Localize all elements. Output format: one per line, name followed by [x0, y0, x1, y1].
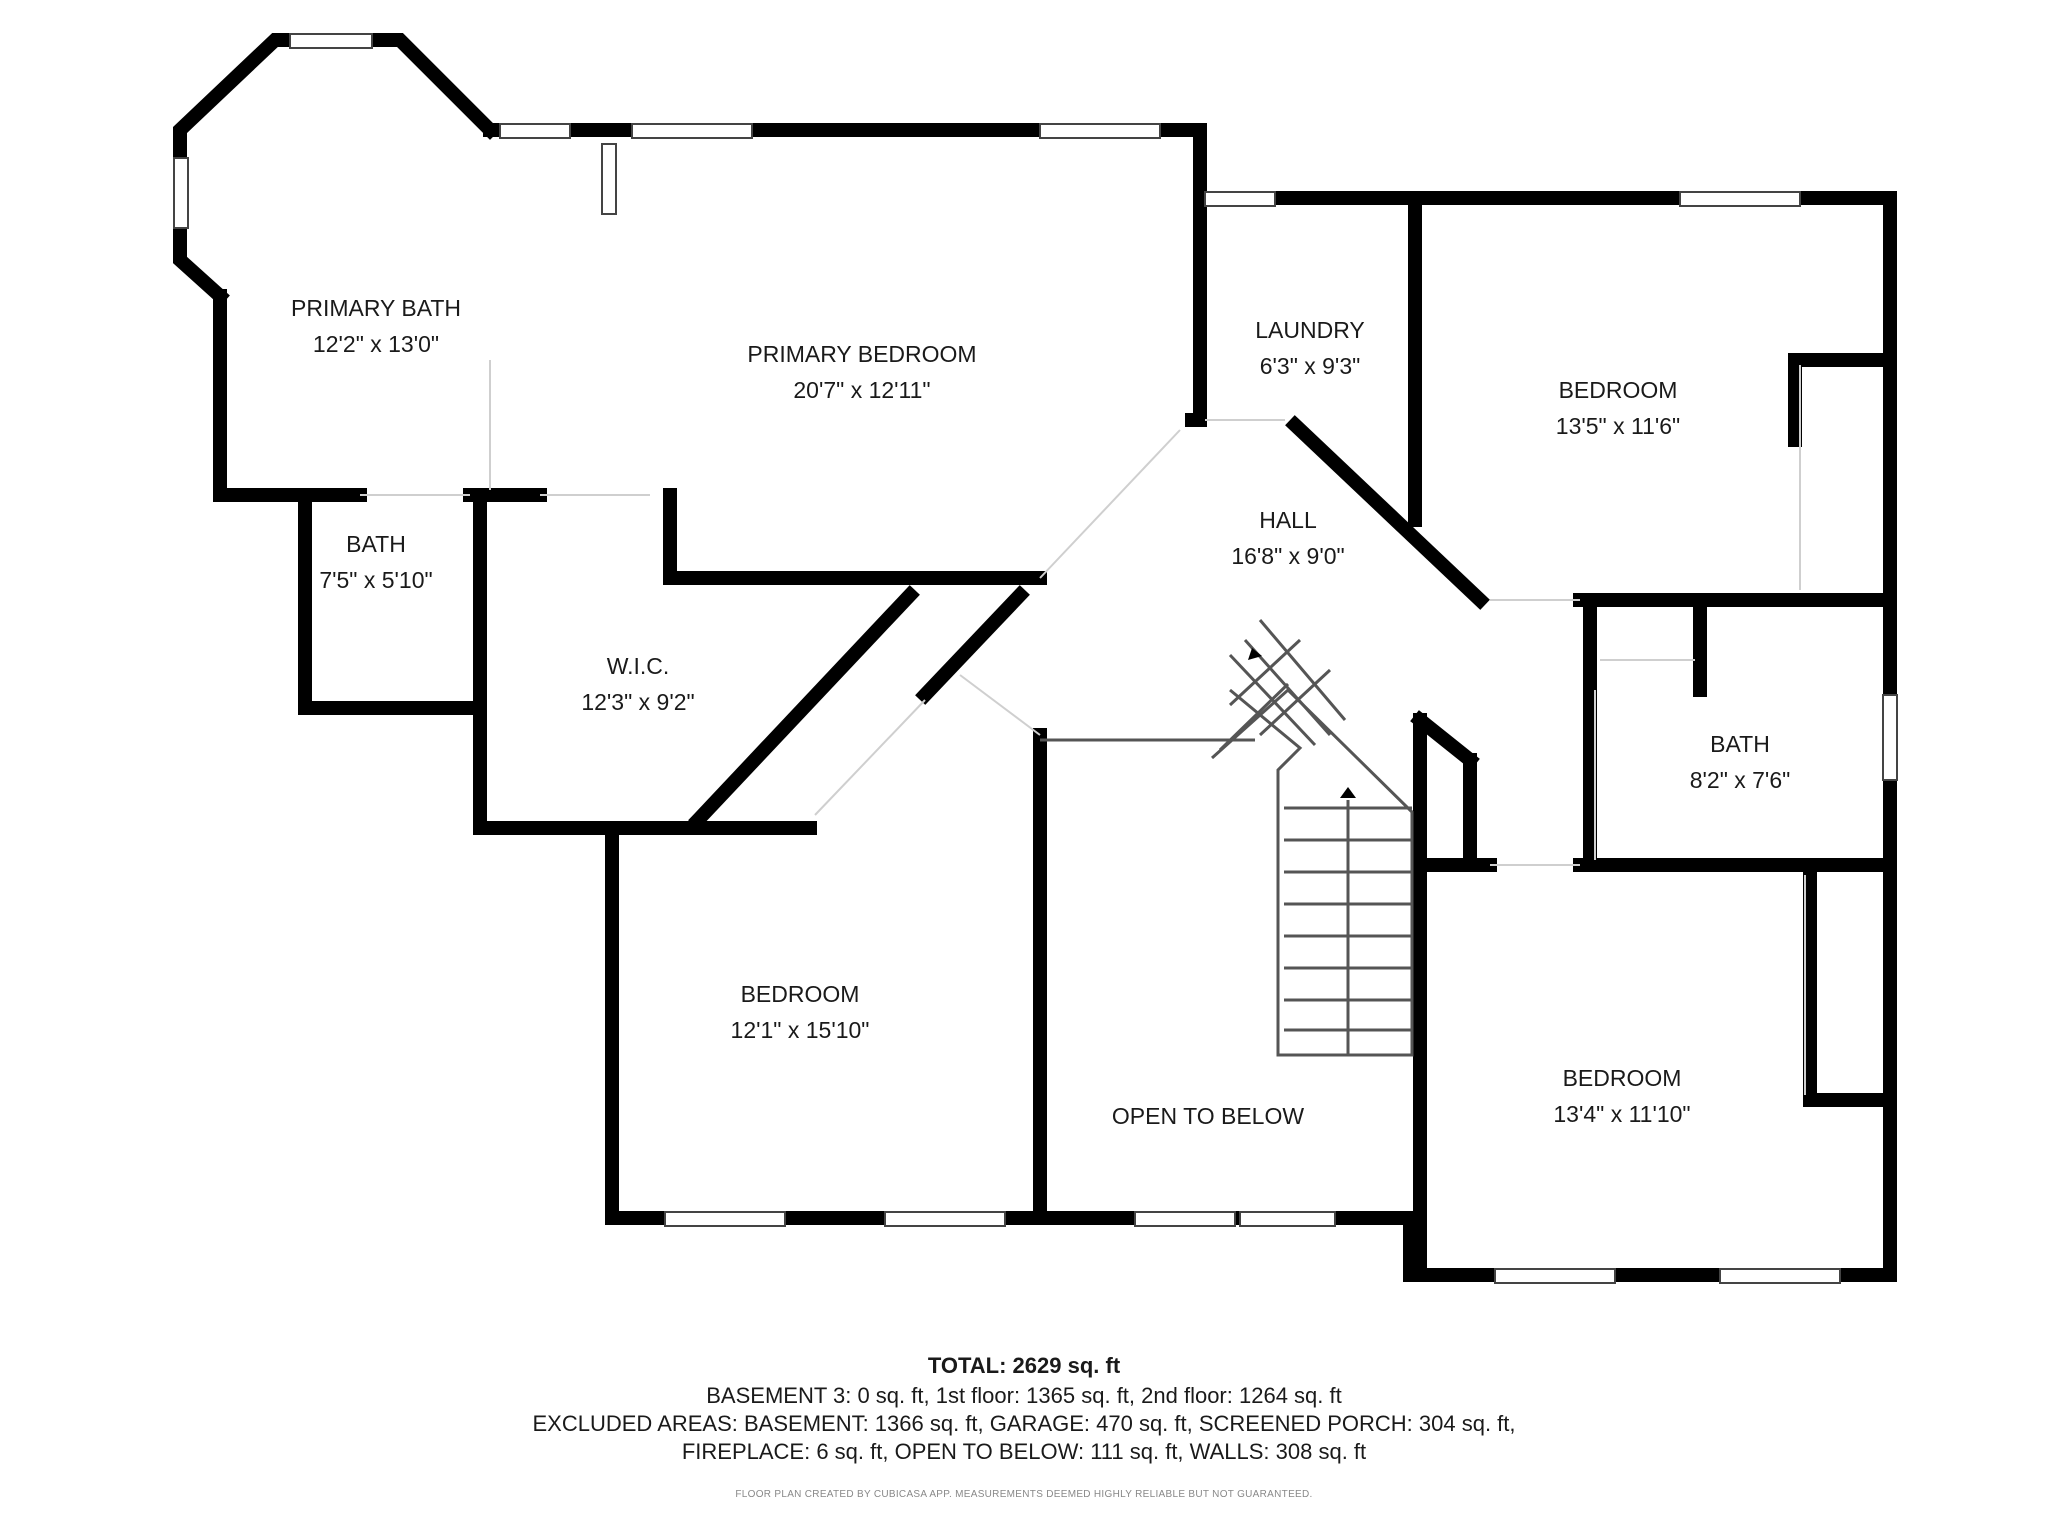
bedroom-sw-dims: 12'1" x 15'10" — [731, 1017, 870, 1043]
primary-bedroom-dims: 20'7" x 12'11" — [793, 377, 930, 403]
credit-note: FLOOR PLAN CREATED BY CUBICASA APP. MEAS… — [735, 1489, 1313, 1500]
primary-bath-dims: 12'2" x 13'0" — [313, 331, 439, 357]
bedroom-ne-dims: 13'5" x 11'6" — [1556, 413, 1680, 439]
stairs — [1040, 619, 1414, 1057]
bath-w-dims: 7'5" x 5'10" — [319, 567, 432, 593]
bedroom-se-name: BEDROOM — [1563, 1065, 1682, 1091]
bath-w-name: BATH — [346, 531, 406, 557]
room-labels: PRIMARY BATH 12'2" x 13'0" PRIMARY BEDRO… — [291, 295, 1790, 1129]
walls — [173, 33, 1897, 1282]
primary-bedroom-name: PRIMARY BEDROOM — [747, 341, 976, 367]
wic-name: W.I.C. — [607, 653, 670, 679]
excluded-areas-cont: FIREPLACE: 6 sq. ft, OPEN TO BELOW: 111 … — [681, 1439, 1367, 1464]
bath-e-dims: 8'2" x 7'6" — [1690, 767, 1791, 793]
open-to-below-label: OPEN TO BELOW — [1112, 1103, 1304, 1129]
bath-e-name: BATH — [1710, 731, 1770, 757]
bedroom-sw-name: BEDROOM — [741, 981, 860, 1007]
bedroom-ne-name: BEDROOM — [1559, 377, 1678, 403]
door-openings — [360, 360, 1806, 1095]
wic-dims: 12'3" x 9'2" — [581, 689, 694, 715]
primary-bath-name: PRIMARY BATH — [291, 295, 461, 321]
area-breakdown: BASEMENT 3: 0 sq. ft, 1st floor: 1365 sq… — [706, 1383, 1342, 1408]
windows — [173, 33, 1898, 1284]
hall-dims: 16'8" x 9'0" — [1231, 543, 1344, 569]
laundry-dims: 6'3" x 9'3" — [1260, 353, 1361, 379]
laundry-name: LAUNDRY — [1255, 317, 1365, 343]
bedroom-se-dims: 13'4" x 11'10" — [1553, 1101, 1690, 1127]
hall-name: HALL — [1259, 507, 1317, 533]
total-area: TOTAL: 2629 sq. ft — [927, 1353, 1121, 1378]
excluded-areas: EXCLUDED AREAS: BASEMENT: 1366 sq. ft, G… — [532, 1411, 1516, 1436]
